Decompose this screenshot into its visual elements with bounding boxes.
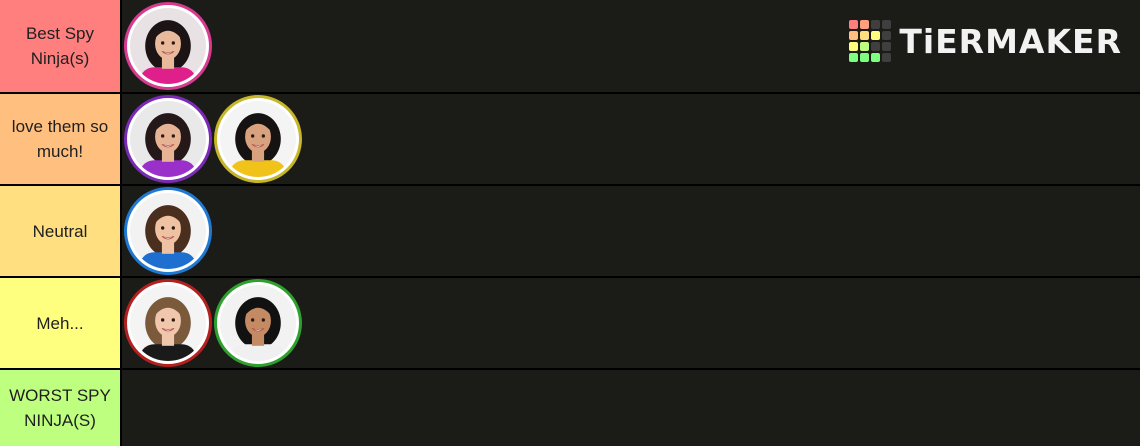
- avatar-woman-purple[interactable]: [124, 95, 212, 183]
- logo-grid-cell: [849, 31, 859, 40]
- tier-row-5: WORST SPY NINJA(S): [0, 368, 1140, 446]
- tier-items[interactable]: [122, 94, 1140, 184]
- logo-grid-cell: [849, 20, 859, 29]
- tier-items[interactable]: [122, 0, 1140, 92]
- tier-label[interactable]: WORST SPY NINJA(S): [0, 370, 122, 446]
- avatar-man-blue[interactable]: [124, 187, 212, 275]
- logo-grid-cell: [849, 53, 859, 62]
- tier-row-3: Neutral: [0, 184, 1140, 276]
- logo-grid-cell: [860, 20, 870, 29]
- logo-grid-cell: [860, 42, 870, 51]
- tier-row-2: love them so much!: [0, 92, 1140, 184]
- tier-items[interactable]: [122, 370, 1140, 446]
- tier-items[interactable]: [122, 278, 1140, 368]
- logo-grid-cell: [871, 42, 881, 51]
- avatar-man-green[interactable]: [214, 279, 302, 367]
- logo-grid-cell: [860, 53, 870, 62]
- logo-grid-cell: [871, 20, 881, 29]
- logo-grid-icon: [849, 20, 892, 62]
- logo-grid-cell: [882, 20, 892, 29]
- tier-label[interactable]: Best Spy Ninja(s): [0, 0, 122, 92]
- avatar-photo: [130, 101, 206, 177]
- avatar-man-red[interactable]: [124, 279, 212, 367]
- tier-items[interactable]: [122, 186, 1140, 276]
- tier-label-text: Meh...: [36, 313, 84, 333]
- logo-grid-cell: [882, 53, 892, 62]
- avatar-photo: [130, 193, 206, 269]
- avatar-photo: [220, 285, 296, 361]
- avatar-photo: [130, 8, 206, 84]
- tier-label-text: Best Spy Ninja(s): [25, 24, 95, 68]
- tiermaker-logo[interactable]: TiERMAKER: [849, 20, 1122, 62]
- tier-label-text: WORST SPY NINJA(S): [9, 386, 111, 430]
- logo-grid-cell: [871, 53, 881, 62]
- logo-grid-cell: [849, 42, 859, 51]
- logo-text: TiERMAKER: [899, 21, 1122, 61]
- tier-label-text: love them so much!: [11, 117, 109, 161]
- tier-row-1: Best Spy Ninja(s): [0, 0, 1140, 92]
- tier-label[interactable]: Neutral: [0, 186, 122, 276]
- avatar-photo: [130, 285, 206, 361]
- logo-grid-cell: [882, 31, 892, 40]
- logo-grid-cell: [871, 31, 881, 40]
- avatar-woman-yellow[interactable]: [214, 95, 302, 183]
- logo-grid-cell: [882, 42, 892, 51]
- avatar-photo: [220, 101, 296, 177]
- tier-row-4: Meh...: [0, 276, 1140, 368]
- tier-label[interactable]: love them so much!: [0, 94, 122, 184]
- tier-label[interactable]: Meh...: [0, 278, 122, 368]
- avatar-woman-pink[interactable]: [124, 2, 212, 90]
- tier-label-text: Neutral: [32, 221, 88, 241]
- logo-grid-cell: [860, 31, 870, 40]
